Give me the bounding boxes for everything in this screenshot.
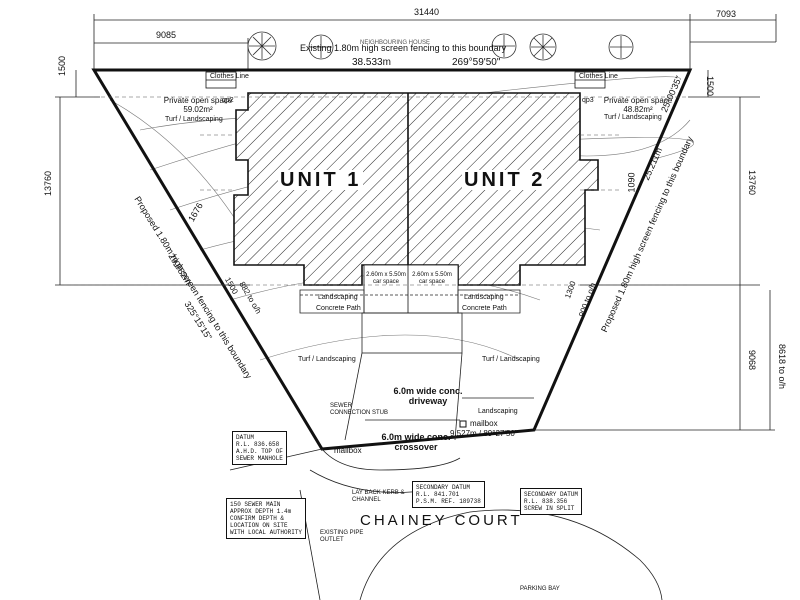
unit-2-label: UNIT 2 xyxy=(462,169,548,191)
crossover-label: 6.0m wide conc. crossover xyxy=(381,432,451,452)
mailbox-label: mailbox xyxy=(470,419,498,428)
kerb-label: LAY BACK KERB & CHANNEL xyxy=(352,490,405,503)
landscaping-label-1: Landscaping xyxy=(318,294,358,301)
clothes-line-label-2: Clothes Line xyxy=(579,73,618,80)
rear-neighbour-label: NEIGHBOURING HOUSE xyxy=(360,40,431,46)
landscaping-label-2: Landscaping xyxy=(464,294,504,301)
mailbox-label-2: mailbox xyxy=(334,446,362,455)
side-1090-dimension: 1090 xyxy=(626,172,637,193)
total-width-dimension: 31440 xyxy=(414,7,440,17)
rear-trees xyxy=(247,31,634,61)
depth-left: 13760 xyxy=(43,170,53,196)
concrete-path-label-1: Concrete Path xyxy=(316,305,361,312)
building-footprint xyxy=(233,92,599,314)
front-boundary-label: 9.527m / 89°27'50" xyxy=(450,429,518,438)
street-name: CHAINEY COURT xyxy=(360,512,523,529)
turf-label-4: Turf / Landscaping xyxy=(482,356,540,363)
clothes-lines xyxy=(205,71,606,89)
mailbox-marker xyxy=(459,420,467,428)
turf-label-3: Turf / Landscaping xyxy=(298,356,356,363)
qp3-marker: qp3 xyxy=(582,97,594,104)
qp2-marker: qp2 xyxy=(222,97,234,104)
left-offset-dimension: 9085 xyxy=(156,30,177,40)
landscaping-label-3: Landscaping xyxy=(478,408,518,415)
rear-length-label: 38.533m xyxy=(352,57,391,68)
car-space-2: 2.60m x 5.50m car space xyxy=(412,272,452,285)
right-offset-dimension: 7093 xyxy=(716,9,737,19)
to-oh-dimension: 8618 to o/h xyxy=(777,344,787,390)
private-open-space-1: Private open space 59.02m² xyxy=(163,96,233,114)
unit-1-label: UNIT 1 xyxy=(278,169,364,191)
concrete-path-label-2: Concrete Path xyxy=(462,305,507,312)
turf-label-1: Turf / Landscaping xyxy=(165,116,223,123)
sewer-connection-label: SEWER CONNECTION STUB xyxy=(330,403,389,416)
front-depth: 9068 xyxy=(747,350,757,371)
rear-setback-left: 1500 xyxy=(57,55,67,76)
parking-bay-label: PARKING BAY xyxy=(520,586,560,592)
car-space-1: 2.60m x 5.50m car space xyxy=(366,272,406,285)
driveway-label: 6.0m wide conc. driveway xyxy=(393,386,463,406)
rear-setback-right: 1500 xyxy=(705,76,715,97)
private-open-space-2: Private open space 48.82m² xyxy=(603,96,673,114)
top-dimension-lines xyxy=(93,14,777,70)
rear-bearing-label: 269°59'50" xyxy=(452,57,501,68)
driveway-paths xyxy=(299,289,534,441)
turf-label-2: Turf / Landscaping xyxy=(604,114,662,121)
pipe-outlet-label: EXISTING PIPE OUTLET xyxy=(320,530,364,543)
rear-fence-label: Existing 1.80m high screen fencing to th… xyxy=(300,43,507,53)
setback-lines xyxy=(60,96,690,286)
clothes-line-label-1: Clothes Line xyxy=(210,73,249,80)
depth-right: 13760 xyxy=(747,170,757,196)
